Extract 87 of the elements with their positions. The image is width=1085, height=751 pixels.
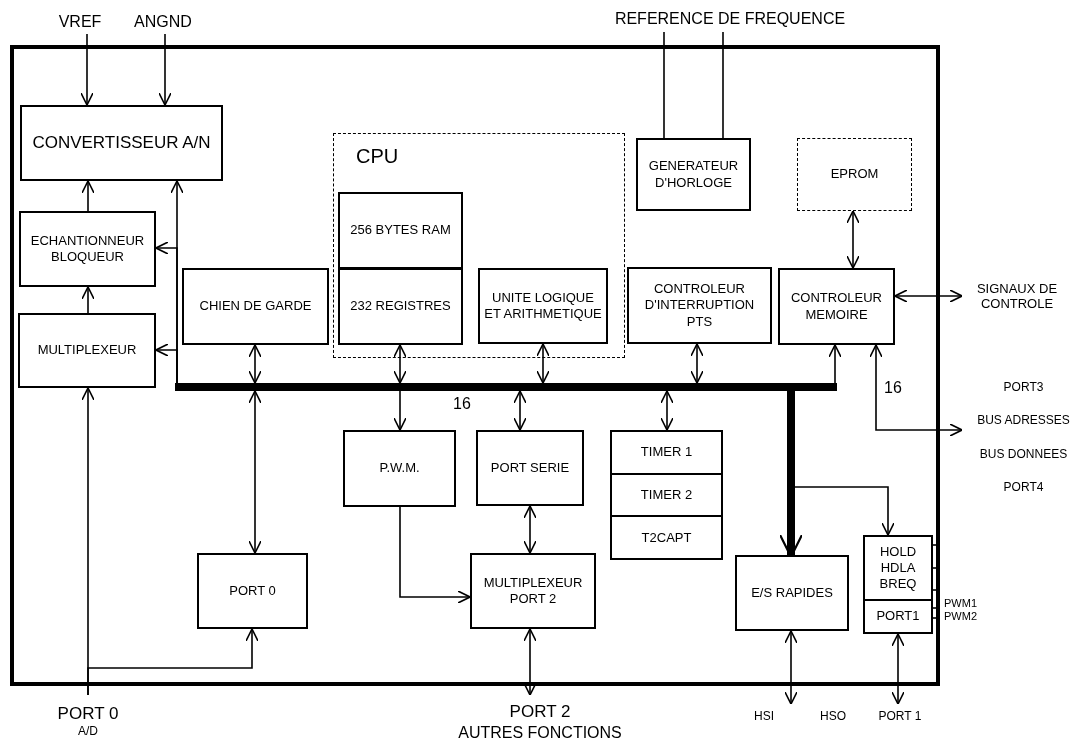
chip-outline: [10, 45, 940, 686]
block-label: CHIEN DE GARDE: [198, 298, 313, 315]
block-label: TIMER 1: [639, 443, 694, 462]
block-label: GENERATEUR D'HORLOGE: [647, 158, 740, 191]
arrow: [87, 628, 259, 696]
arrow: [523, 628, 537, 696]
block-box: [18, 313, 156, 388]
arrow: [784, 630, 798, 705]
block-label: MULTIPLEXEUR PORT 2: [482, 574, 584, 608]
arrow: [894, 289, 963, 303]
arrow: [513, 390, 527, 431]
block-label: BUS ADRESSES: [976, 413, 1071, 429]
dashed-block: [333, 133, 625, 358]
arrow: [81, 286, 95, 314]
arrow: [80, 33, 94, 106]
block-label: AUTRES FONCTIONS: [457, 722, 623, 743]
block-label: T2CAPT: [612, 515, 721, 558]
block-box: [627, 267, 772, 344]
block-label: PORT3: [1002, 380, 1045, 395]
block-label: 232 REGISTRES: [349, 298, 452, 315]
block-label: HSI: [753, 708, 775, 724]
arrow: [846, 210, 860, 269]
block-label: PORT4: [1002, 480, 1045, 495]
block-box: [478, 268, 608, 344]
arrow: [536, 343, 550, 384]
dashed-block: [797, 138, 912, 211]
arrow: [81, 180, 95, 212]
connector-line: [663, 31, 665, 139]
block-label: P.W.M.: [378, 460, 421, 477]
arrow: [393, 344, 407, 384]
block-box: [338, 268, 463, 345]
block-label: HSO: [819, 708, 847, 724]
block-label: EPROM: [829, 166, 880, 183]
bus-width-label: 16: [453, 395, 471, 413]
block-box: [476, 430, 584, 506]
signal-label: SIGNAUX DE CONTROLE: [962, 270, 1072, 322]
arrow: [248, 390, 262, 554]
arrow: [158, 33, 172, 106]
block-box: [735, 555, 849, 631]
block-label: CONTROLEUR MEMOIRE: [790, 290, 883, 323]
block-box: [343, 430, 456, 507]
arrow: [393, 390, 407, 431]
block-label: 256 BYTES RAM: [349, 222, 452, 239]
arrow: [891, 633, 905, 705]
signal-label: ANGND: [120, 10, 206, 34]
arrow: [523, 505, 537, 554]
block-label: PORT 0: [56, 702, 120, 725]
block-box: [19, 211, 156, 287]
block-box: [470, 553, 596, 629]
block-label: BUS DONNEES: [978, 446, 1069, 462]
block-label: PORT 0: [228, 582, 277, 600]
block-box: [636, 138, 751, 211]
block-label: PORT1: [865, 599, 931, 632]
block-label: UNITE LOGIQUE ET ARITHMETIQUE: [483, 289, 603, 323]
pin-label: PWM2: [944, 611, 977, 622]
signal-label: PORT 1: [860, 704, 940, 728]
arrow: [155, 343, 178, 384]
block-label: ECHANTIONNEUR BLOQUEUR: [29, 232, 146, 266]
arrow: [660, 390, 674, 431]
edge-label: 16: [884, 379, 902, 396]
group-title: CPU: [355, 144, 400, 169]
arrow: [399, 506, 471, 604]
block-label: PORT 2: [508, 701, 572, 723]
block-label: MULTIPLEXEUR: [36, 342, 138, 359]
signal-label: REFERENCE DE FREQUENCE: [548, 6, 912, 32]
block-box: [20, 105, 223, 181]
arrow: [869, 344, 963, 437]
signal-label: VREF: [52, 10, 108, 34]
pin-label: PWM1: [944, 598, 977, 609]
block-label: A/D: [77, 724, 99, 740]
block-box: [338, 192, 463, 269]
arrow: [690, 343, 704, 384]
block-box: [863, 535, 933, 634]
block-label: HOLD HDLA BREQ: [878, 542, 918, 594]
arrow: [248, 344, 262, 384]
block-label: PORT SERIE: [489, 459, 571, 477]
block-box: [778, 268, 895, 345]
block-label: TIMER 2: [612, 472, 721, 516]
bus-bar: [175, 383, 837, 391]
arrow: [828, 344, 842, 384]
block-box: [610, 430, 723, 560]
block-label: CONTROLEUR D'INTERRUPTION PTS: [643, 281, 756, 330]
block-box: [197, 553, 308, 629]
connector-line: [722, 31, 724, 139]
block-box: [182, 268, 329, 345]
block-label: CONVERTISSEUR A/N: [31, 132, 212, 154]
block-label: E/S RAPIDES: [750, 584, 834, 602]
